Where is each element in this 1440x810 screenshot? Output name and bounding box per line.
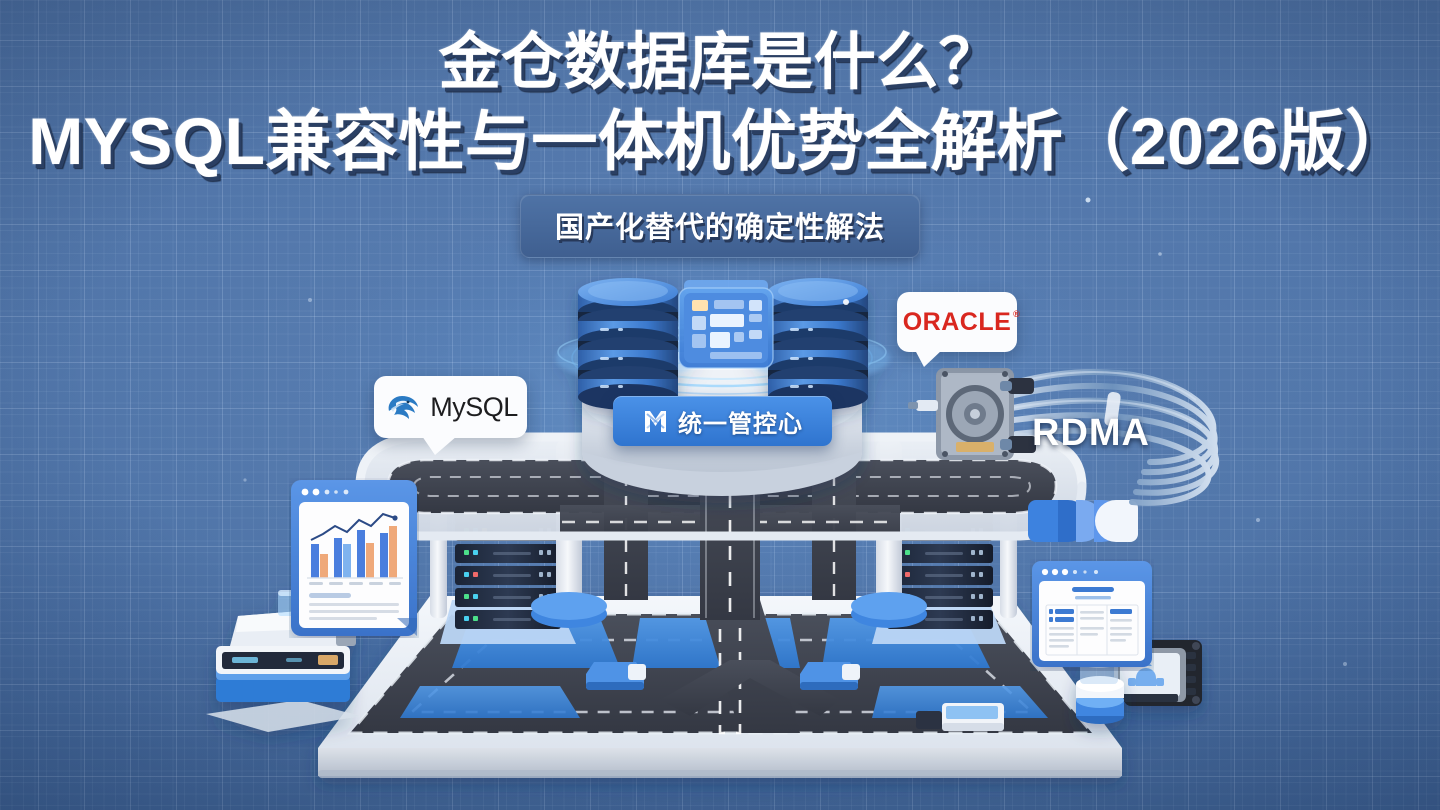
- db-stack-left: [556, 278, 700, 410]
- oracle-trademark: ®: [1013, 308, 1021, 319]
- progress-shapes-decor: [1028, 500, 1138, 542]
- unified-control-pill[interactable]: 统一管控心: [613, 396, 832, 446]
- network-adapter-icon: [936, 368, 1014, 460]
- card-window-dots: [1041, 568, 1098, 576]
- oracle-bubble-tail: [915, 350, 942, 367]
- report-table: [1045, 604, 1139, 656]
- unified-control-label: 统一管控心: [678, 410, 803, 438]
- title-line-1: 金仓数据库是什么？: [438, 28, 1002, 97]
- subtitle-badge: 国产化替代的确定性解法: [519, 194, 920, 258]
- oracle-label: ORACLE: [902, 307, 1012, 336]
- oracle-callout[interactable]: ORACLE®: [897, 292, 1020, 367]
- subtitle-badge-label: 国产化替代的确定性解法: [554, 212, 885, 244]
- analytics-card[interactable]: [289, 478, 419, 643]
- sparkles-decor: [243, 197, 1347, 666]
- card-text-lines: [309, 593, 399, 620]
- vehicles: [586, 519, 1004, 731]
- title-block: 金仓数据库是什么？ MYSQL兼容性与一体机优势全解析（2026版） 国产化替代…: [0, 0, 1440, 258]
- rdma-adapter-and-cables: [908, 368, 1220, 506]
- kingbase-mark-icon: [645, 410, 666, 432]
- card-bar-chart: [307, 512, 403, 579]
- hologram-dashboard-panel: [678, 280, 774, 369]
- title-line-2: MYSQL兼容性与一体机优势全解析（2026版）: [28, 104, 1412, 178]
- rdma-label: RDMA: [1032, 412, 1150, 454]
- mysql-callout[interactable]: MySQL: [374, 376, 527, 455]
- report-card[interactable]: [1030, 559, 1154, 676]
- mysql-dolphin-icon: [388, 395, 419, 419]
- db-stack-right: [746, 278, 890, 410]
- oracle-label-wrap: ORACLE®: [902, 307, 1020, 337]
- report-card-svg: [1032, 561, 1152, 667]
- mysql-bubble-tail: [422, 436, 457, 455]
- analytics-card-svg: [291, 480, 417, 636]
- card-window-dots: [301, 488, 349, 496]
- mysql-label: MySQL: [430, 391, 518, 422]
